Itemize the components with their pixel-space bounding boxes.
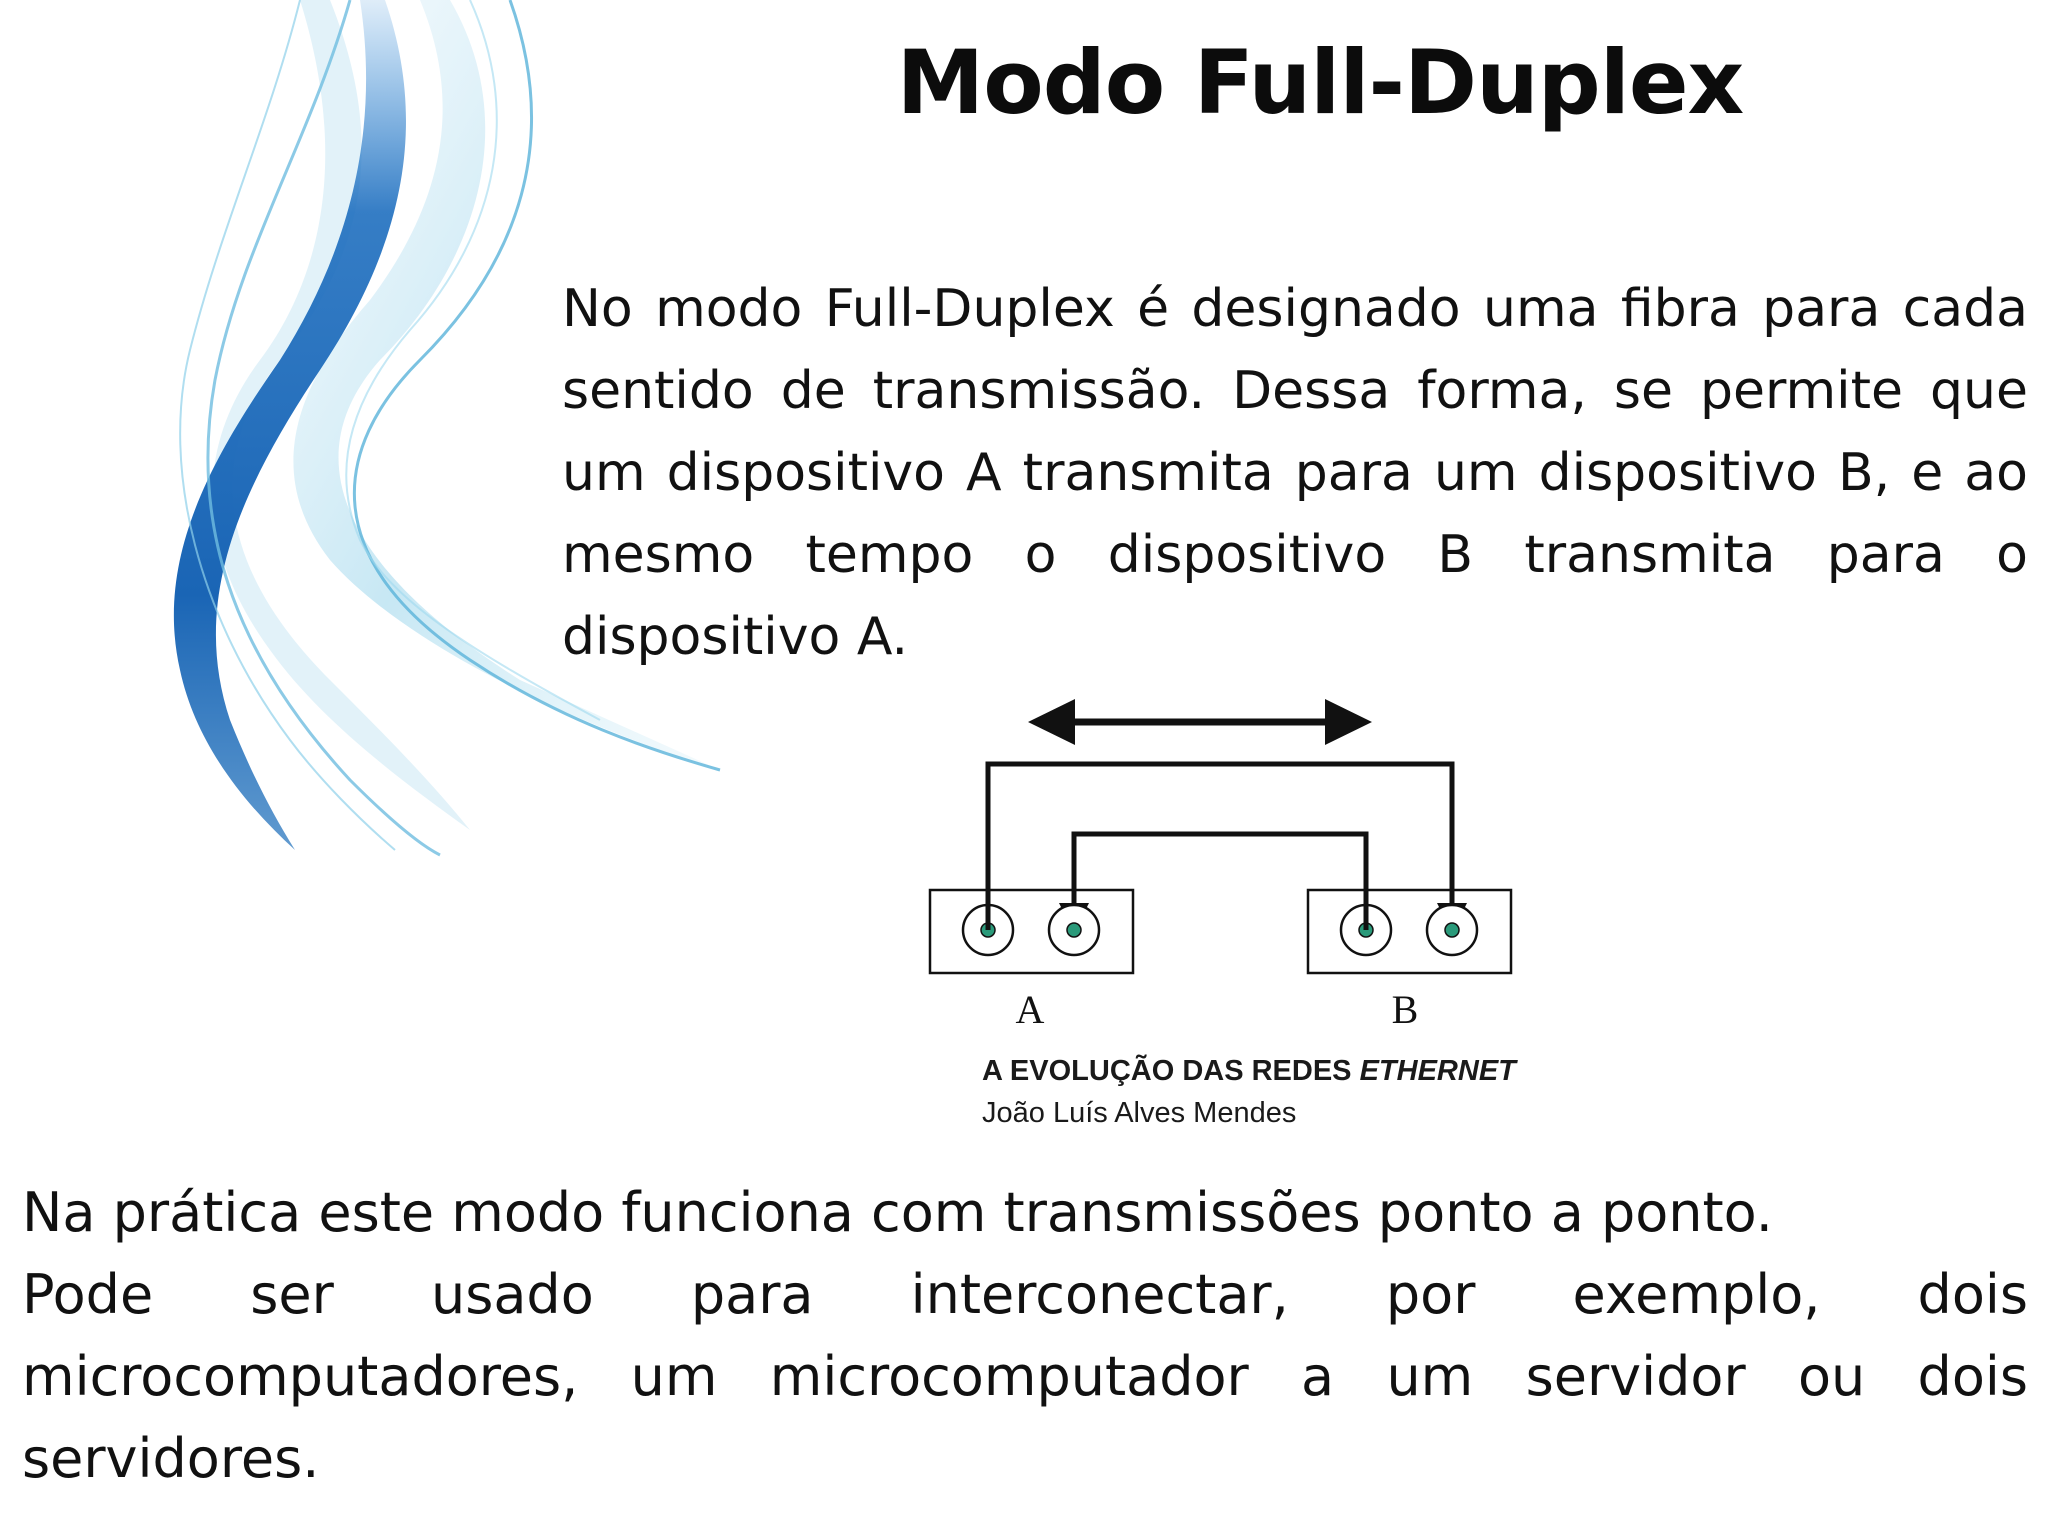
swoosh-light-band bbox=[212, 0, 470, 830]
device-a-box bbox=[928, 888, 1135, 975]
decorative-swoosh bbox=[173, 0, 721, 857]
swoosh-strand-2 bbox=[352, 0, 721, 772]
swoosh-strand-1 bbox=[206, 0, 441, 857]
caption-title-prefix: A EVOLUÇÃO DAS REDES bbox=[982, 1055, 1360, 1087]
device-b-box bbox=[1306, 888, 1513, 975]
bottom-line-1: Na prática este modo funciona com transm… bbox=[22, 1181, 1773, 1244]
swoosh-strand-3 bbox=[179, 0, 396, 851]
slide-title: Modo Full-Duplex bbox=[896, 31, 1745, 134]
bottom-text-block: Na prática este modo funciona com transm… bbox=[22, 1172, 2028, 1500]
device-b-label: B bbox=[1392, 987, 1419, 1032]
caption-title-emphasis: ETHERNET bbox=[1359, 1055, 1516, 1087]
caption-title: A EVOLUÇÃO DAS REDES ETHERNET bbox=[982, 1050, 1516, 1092]
full-duplex-diagram: A B bbox=[928, 699, 1513, 1032]
figure-caption: A EVOLUÇÃO DAS REDES ETHERNET João Luís … bbox=[982, 1050, 1516, 1134]
device-a-label: A bbox=[1016, 987, 1045, 1032]
fiber-a-to-b bbox=[985, 761, 1455, 930]
intro-paragraph: No modo Full-Duplex é designado uma fibr… bbox=[562, 279, 2028, 667]
swoosh-strand-4 bbox=[345, 0, 601, 721]
bottom-paragraph-2: Pode ser usado para interconectar, por e… bbox=[22, 1263, 2028, 1490]
caption-author: João Luís Alves Mendes bbox=[982, 1097, 1297, 1129]
fiber-b-to-a bbox=[1071, 831, 1369, 930]
bidirectional-arrow-icon bbox=[1028, 699, 1372, 745]
swoosh-dark-main bbox=[173, 0, 406, 850]
